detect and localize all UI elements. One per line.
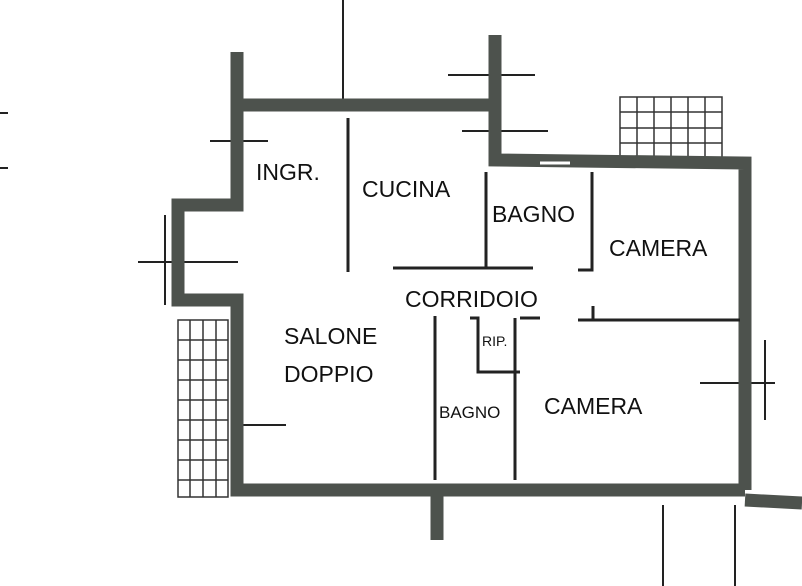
balcony-left [177, 319, 229, 498]
room-label-ingresso: INGR. [256, 159, 320, 185]
room-label-camera-1: CAMERA [609, 235, 708, 261]
room-label-salone-1: SALONE [284, 323, 377, 349]
room-label-ripostiglio: RIP. [482, 333, 507, 349]
external-lines [0, 0, 775, 586]
exterior-walls [171, 35, 802, 540]
room-label-bagno-2: BAGNO [439, 403, 500, 422]
interior-walls [346, 118, 740, 480]
room-label-bagno-1: BAGNO [492, 201, 575, 227]
room-label-cucina: CUCINA [362, 176, 451, 202]
balcony-top [619, 96, 723, 160]
room-label-corridoio: CORRIDOIO [405, 286, 538, 312]
room-label-camera-2: CAMERA [544, 393, 643, 419]
room-label-salone-2: DOPPIO [284, 361, 373, 387]
